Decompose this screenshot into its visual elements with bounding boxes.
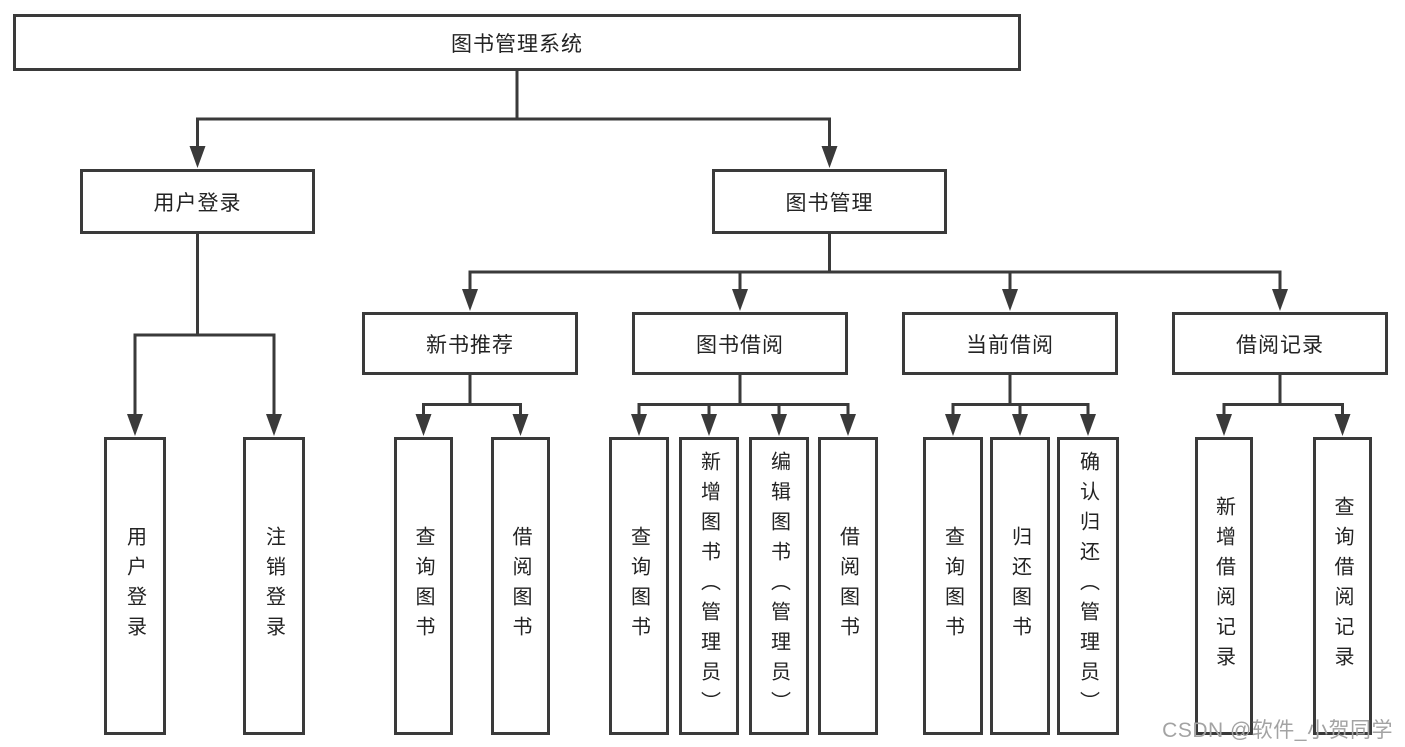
arrowhead xyxy=(1002,289,1018,311)
arrowhead xyxy=(771,414,787,436)
node-new-book-recommend-label: 新书推荐 xyxy=(426,333,514,357)
arrowhead xyxy=(127,414,143,436)
node-root: 图书管理系统 xyxy=(13,14,1021,71)
arrowhead xyxy=(732,289,748,311)
node-current-borrow-label: 当前借阅 xyxy=(966,333,1054,357)
leaf-cb-confirm-return-admin: 确认归还（管理员） xyxy=(1057,437,1119,735)
node-new-book-recommend: 新书推荐 xyxy=(362,312,578,375)
leaf-bb-edit-book-admin-label: 编辑图书（管理员） xyxy=(767,451,790,721)
leaf-cb-query-book-label: 查询图书 xyxy=(941,526,964,646)
leaf-bb-edit-book-admin: 编辑图书（管理员） xyxy=(749,437,809,735)
node-borrow-records-label: 借阅记录 xyxy=(1236,333,1324,357)
node-borrow-records: 借阅记录 xyxy=(1172,312,1388,375)
arrowhead xyxy=(1012,414,1028,436)
leaf-nbr-borrow-book-label: 借阅图书 xyxy=(509,526,531,646)
node-user-login: 用户登录 xyxy=(80,169,315,234)
arrowhead xyxy=(189,146,206,168)
arrowhead xyxy=(1334,414,1351,436)
node-book-management-label: 图书管理 xyxy=(785,191,874,215)
arrowhead xyxy=(821,146,838,168)
node-current-borrow: 当前借阅 xyxy=(902,312,1118,375)
connector-current-borrow-to-leaves xyxy=(951,375,1090,417)
leaf-bb-query-book-label: 查询图书 xyxy=(627,526,650,646)
leaf-logout-label: 注销登录 xyxy=(262,526,285,646)
leaf-br-add-record: 新增借阅记录 xyxy=(1195,437,1253,735)
leaf-nbr-query-book-label: 查询图书 xyxy=(412,526,434,646)
leaf-nbr-borrow-book: 借阅图书 xyxy=(491,437,550,735)
node-book-management: 图书管理 xyxy=(712,169,947,234)
connector-new-book-recommend-to-leaves xyxy=(422,375,522,417)
arrowhead xyxy=(512,414,529,436)
leaf-br-query-record: 查询借阅记录 xyxy=(1313,437,1372,735)
node-book-borrow: 图书借阅 xyxy=(632,312,848,375)
connector-root-to-level2 xyxy=(196,70,831,150)
arrowhead xyxy=(415,414,432,436)
node-user-login-label: 用户登录 xyxy=(153,191,242,215)
csdn-watermark: CSDN @软件_小贺同学 xyxy=(1162,719,1393,742)
arrowhead xyxy=(840,414,856,436)
arrowhead xyxy=(1080,414,1096,436)
leaf-bb-add-book-admin-label: 新增图书（管理员） xyxy=(697,451,720,721)
arrowhead xyxy=(1272,289,1288,311)
leaf-cb-query-book: 查询图书 xyxy=(923,437,983,735)
arrowhead xyxy=(701,414,717,436)
leaf-cb-return-book-label: 归还图书 xyxy=(1008,526,1031,646)
connector-borrow-records-to-leaves xyxy=(1222,375,1344,417)
node-root-label: 图书管理系统 xyxy=(451,32,583,56)
connector-book-management-to-level3 xyxy=(468,234,1282,293)
leaf-user-login-label: 用户登录 xyxy=(123,526,146,646)
leaf-bb-add-book-admin: 新增图书（管理员） xyxy=(679,437,739,735)
leaf-bb-query-book: 查询图书 xyxy=(609,437,669,735)
arrowhead xyxy=(945,414,961,436)
arrowhead xyxy=(462,289,478,311)
leaf-nbr-query-book: 查询图书 xyxy=(394,437,453,735)
leaf-bb-borrow-book: 借阅图书 xyxy=(818,437,878,735)
leaf-bb-borrow-book-label: 借阅图书 xyxy=(836,526,859,646)
leaf-cb-return-book: 归还图书 xyxy=(990,437,1050,735)
node-book-borrow-label: 图书借阅 xyxy=(696,333,784,357)
leaf-br-query-record-label: 查询借阅记录 xyxy=(1331,496,1353,676)
leaf-cb-confirm-return-admin-label: 确认归还（管理员） xyxy=(1076,451,1099,721)
arrowhead xyxy=(266,414,282,436)
connector-book-borrow-to-leaves xyxy=(637,375,850,417)
arrowhead xyxy=(1216,414,1232,436)
arrowhead xyxy=(631,414,647,436)
leaf-br-add-record-label: 新增借阅记录 xyxy=(1212,496,1235,676)
connector-user-login-to-leaves xyxy=(133,234,276,417)
leaf-logout: 注销登录 xyxy=(243,437,305,735)
leaf-user-login: 用户登录 xyxy=(104,437,166,735)
